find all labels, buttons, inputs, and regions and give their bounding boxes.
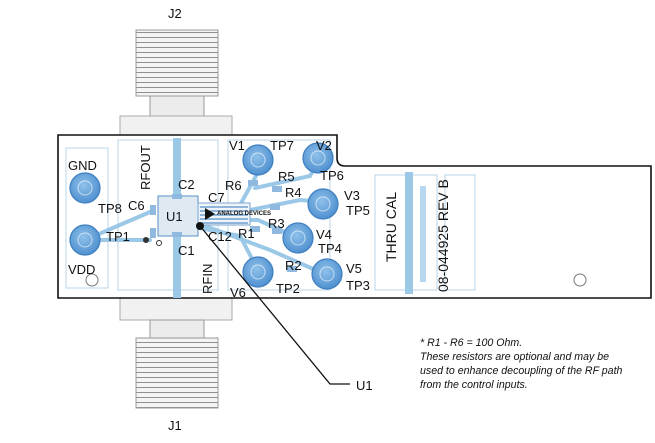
label-r1: R1 [238,226,255,241]
pad-vdd [69,224,101,256]
chip-ref: U1 [166,209,183,224]
label-vdd: VDD [68,262,95,277]
label-tp1: TP1 [106,229,130,244]
pad-v4 [282,222,314,254]
label-r5: R5 [278,169,295,184]
label-tp2: TP2 [276,281,300,296]
label-v3: V3 [344,188,360,203]
label-tp4: TP4 [318,241,342,256]
label-rfin: RFIN [200,264,215,294]
label-tp3: TP3 [346,278,370,293]
label-tp8: TP8 [98,201,122,216]
via-dot [143,237,149,243]
connector-j2: J2 [119,6,233,139]
adi-logo-icon [205,208,215,220]
callout-u1-label: U1 [356,378,373,393]
label-v5: V5 [346,261,362,276]
label-rfout: RFOUT [138,145,153,190]
label-tp7: TP7 [270,138,294,153]
chip-logo: ANALOG DEVICES [217,211,271,217]
note-line-3: used to enhance decoupling of the RF pat… [420,365,623,377]
label-v2: V2 [316,138,332,153]
label-r4: R4 [285,185,302,200]
label-v4: V4 [316,227,332,242]
pad-v2 [302,142,334,174]
board-labels: GND VDD TP8 TP1 C6 C2 C1 C7 C12 R6 R5 R4… [68,138,451,300]
connector-j1: J1 [119,297,233,433]
label-part-number: 08-044925 REV B [435,179,451,292]
note-line-4: from the control inputs. [420,379,528,391]
pad-gnd [69,172,101,204]
passive-pads [150,180,297,272]
label-c6: C6 [128,198,145,213]
pad-v5 [311,258,343,290]
u1-callout: U1 [196,222,373,393]
label-c12: C12 [208,229,232,244]
mounting-hole [573,273,587,287]
pad-v3 [307,188,339,220]
note-line-1: * R1 - R6 = 100 Ohm. [420,337,523,349]
label-r3: R3 [268,216,285,231]
mounting-hole [85,273,99,287]
label-v6: V6 [230,285,246,300]
label-r6: R6 [225,178,242,193]
label-thru-cal: THRU CAL [383,192,399,262]
test-pads [69,142,343,290]
board-outline [57,134,652,299]
label-gnd: GND [68,158,97,173]
label-r2: R2 [285,258,302,273]
label-v1: V1 [229,138,245,153]
pad-v1 [242,144,274,176]
rf-traces [173,138,426,298]
label-c7: C7 [208,190,225,205]
resistor-note: * R1 - R6 = 100 Ohm. These resistors are… [420,336,652,392]
label-tp5: TP5 [346,203,370,218]
via-ring [156,240,162,246]
label-tp6: TP6 [320,168,344,183]
pad-v6 [242,256,274,288]
note-line-2: These resistors are optional and may be [420,351,610,363]
j2-label: J2 [168,6,182,21]
label-c2: C2 [178,177,195,192]
j1-label: J1 [168,418,182,433]
label-c1: C1 [178,243,195,258]
